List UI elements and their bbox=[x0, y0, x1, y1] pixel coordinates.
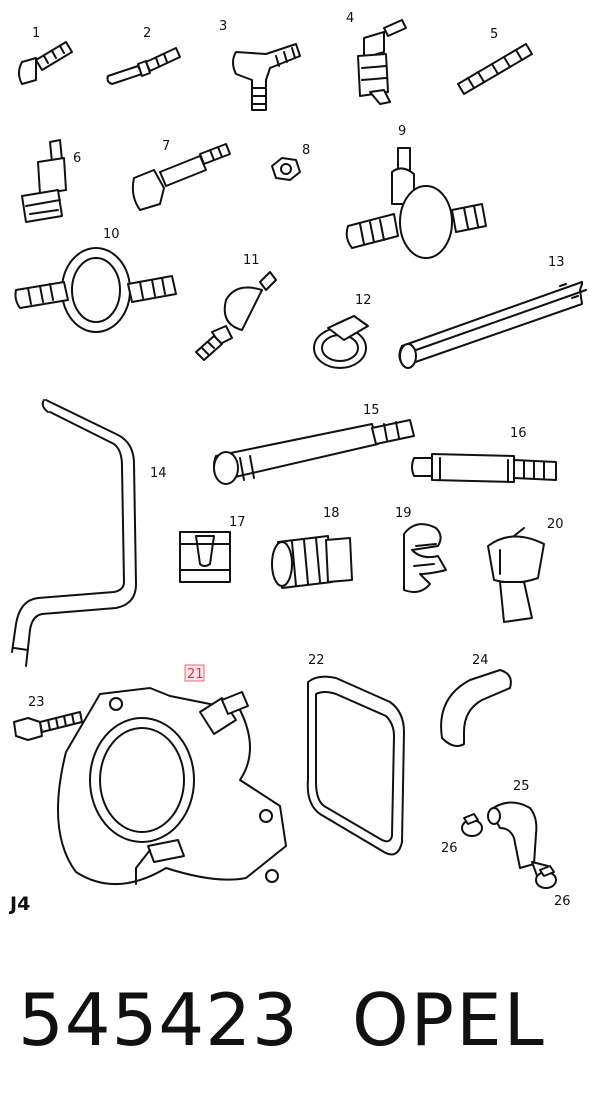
callout-21-highlight[interactable]: 21 bbox=[184, 664, 205, 682]
part-14-bent-hose[interactable] bbox=[11, 399, 137, 667]
callout-26-right: 26 bbox=[554, 894, 571, 909]
part-24-molded-hose[interactable] bbox=[440, 669, 512, 747]
callout-7: 7 bbox=[162, 139, 170, 154]
callout-20: 20 bbox=[547, 517, 564, 532]
part-20-retaining-clip[interactable] bbox=[487, 527, 545, 623]
callout-24: 24 bbox=[472, 653, 489, 668]
part-15-tapered-fitting[interactable] bbox=[213, 419, 415, 485]
part-19-spring-clip[interactable] bbox=[403, 523, 447, 593]
part-6-angled-connector[interactable] bbox=[21, 139, 67, 223]
callout-14: 14 bbox=[150, 466, 167, 481]
callout-17: 17 bbox=[229, 515, 246, 530]
part-4-quick-connector[interactable] bbox=[357, 19, 407, 105]
callout-12: 12 bbox=[355, 293, 372, 308]
part-11-small-filter[interactable] bbox=[195, 271, 277, 361]
callout-1: 1 bbox=[32, 26, 40, 41]
part-footer: 545423 OPEL bbox=[0, 970, 600, 1070]
callout-4: 4 bbox=[346, 11, 354, 26]
part-9-check-valve[interactable] bbox=[345, 147, 487, 259]
part-12-hose-clamp[interactable] bbox=[313, 315, 369, 369]
part-26-small-clamp-a[interactable] bbox=[461, 813, 483, 837]
part-7-long-connector[interactable] bbox=[131, 143, 231, 211]
callout-5: 5 bbox=[490, 27, 498, 42]
callout-16: 16 bbox=[510, 426, 527, 441]
part-number: 545423 bbox=[18, 978, 299, 1062]
callout-23: 23 bbox=[28, 695, 45, 710]
callout-19: 19 bbox=[395, 506, 412, 521]
part-2-straight-connector[interactable] bbox=[106, 47, 181, 85]
callout-10: 10 bbox=[103, 227, 120, 242]
part-21-vacuum-pump[interactable] bbox=[57, 687, 287, 886]
callout-25: 25 bbox=[513, 779, 530, 794]
callout-2: 2 bbox=[143, 26, 151, 41]
part-18-threaded-nipple[interactable] bbox=[271, 535, 353, 589]
part-16-hex-nipple[interactable] bbox=[411, 453, 557, 483]
callout-22: 22 bbox=[308, 653, 325, 668]
part-23-flange-bolt[interactable] bbox=[13, 711, 83, 741]
sheet-code: J4 bbox=[10, 893, 31, 915]
part-3-elbow-connector[interactable] bbox=[232, 43, 301, 111]
callout-15: 15 bbox=[363, 403, 380, 418]
callout-18: 18 bbox=[323, 506, 340, 521]
part-13-vacuum-hose[interactable] bbox=[398, 281, 587, 369]
part-1-hose-nipple[interactable] bbox=[18, 41, 73, 85]
part-5-barbed-nipple[interactable] bbox=[457, 43, 533, 95]
callout-11: 11 bbox=[243, 253, 260, 268]
callout-8: 8 bbox=[302, 143, 310, 158]
callout-9: 9 bbox=[398, 124, 406, 139]
callout-21: 21 bbox=[187, 667, 204, 682]
callout-26-left: 26 bbox=[441, 841, 458, 856]
brand-name: OPEL bbox=[352, 978, 546, 1062]
callout-3: 3 bbox=[219, 19, 227, 34]
part-26-small-clamp-b[interactable] bbox=[535, 865, 557, 889]
part-22-gasket[interactable] bbox=[306, 675, 405, 856]
part-8-hex-nut[interactable] bbox=[271, 157, 301, 181]
callout-6: 6 bbox=[73, 151, 81, 166]
callout-13: 13 bbox=[548, 255, 565, 270]
part-17-grommet[interactable] bbox=[179, 531, 231, 583]
part-10-inline-filter[interactable] bbox=[14, 247, 177, 333]
